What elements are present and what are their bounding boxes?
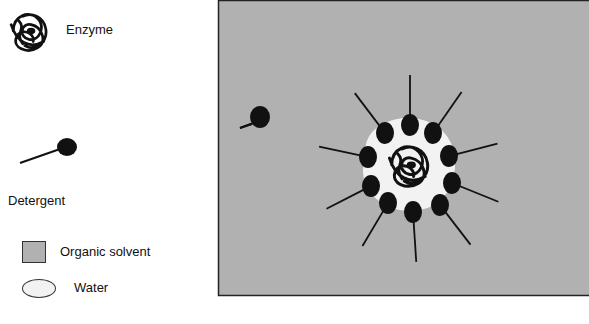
detergent-head — [401, 114, 419, 136]
enzyme-in-micelle — [389, 147, 427, 186]
detergent-tail — [438, 92, 462, 126]
legend-text: Water — [74, 280, 108, 295]
legend-swatch — [22, 279, 56, 298]
detergent-head — [376, 122, 394, 144]
detergent-head — [443, 172, 461, 194]
legend-swatch — [22, 241, 46, 263]
detergent-tail — [414, 220, 417, 262]
detergent-head — [359, 146, 377, 168]
detergent-head — [424, 122, 442, 144]
detergent-tail — [319, 147, 360, 156]
legend-text: Enzyme — [66, 22, 113, 37]
detergent-tail — [362, 210, 383, 246]
detergent-head — [404, 201, 422, 223]
detergent-head — [362, 175, 380, 197]
detergent-head — [440, 145, 458, 167]
free-detergent — [240, 106, 270, 128]
reverse-micelle — [319, 75, 498, 262]
detergent-tail — [355, 93, 380, 126]
legend-text: Detergent — [8, 193, 65, 208]
detergent-tail — [445, 211, 471, 244]
detergent-tail — [457, 144, 498, 154]
detergent-tail — [459, 186, 498, 202]
detergent-icon — [20, 138, 77, 163]
detergent-head — [431, 194, 449, 216]
detergent-tail — [327, 190, 364, 209]
enzyme-icon — [11, 14, 46, 50]
detergent-tail — [409, 75, 411, 117]
solvent-panel — [219, 1, 589, 296]
detergent-head — [379, 192, 397, 214]
legend-text: Organic solvent — [60, 244, 150, 259]
